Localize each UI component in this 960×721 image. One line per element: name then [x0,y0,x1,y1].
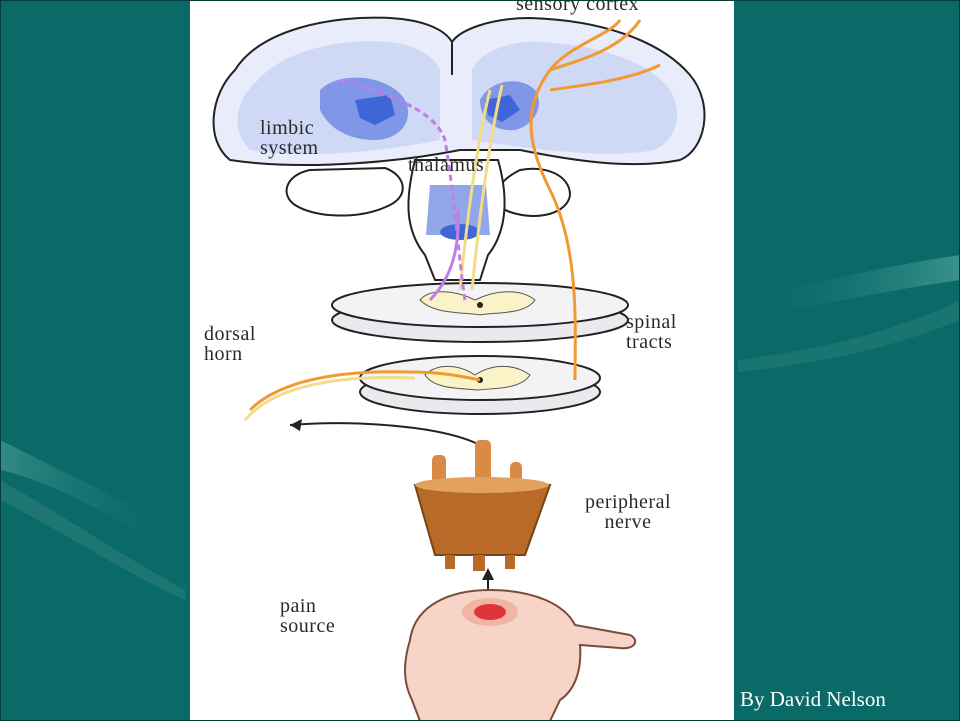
label-dorsal-horn: dorsal horn [204,324,284,364]
label-pain-source: pain source [280,596,360,636]
label-thalamus: thalamus [408,155,484,175]
author-credit: By David Nelson [740,687,886,712]
arrow-nerve-to-dorsal-horn [290,419,480,445]
pain-pathway-figure: sensory cortex limbic system thalamus sp… [190,0,734,721]
label-sensory-cortex: sensory cortex [516,0,639,14]
spinal-cord-lower-section [360,356,600,414]
label-spinal-tracts: spinal tracts [626,312,716,352]
hand-illustration [405,590,635,721]
label-limbic-system: limbic system [260,118,370,158]
peripheral-nerve-bundle [415,440,550,571]
spinal-cord-upper-section [332,283,628,342]
label-peripheral-nerve: peripheral nerve [568,492,688,532]
